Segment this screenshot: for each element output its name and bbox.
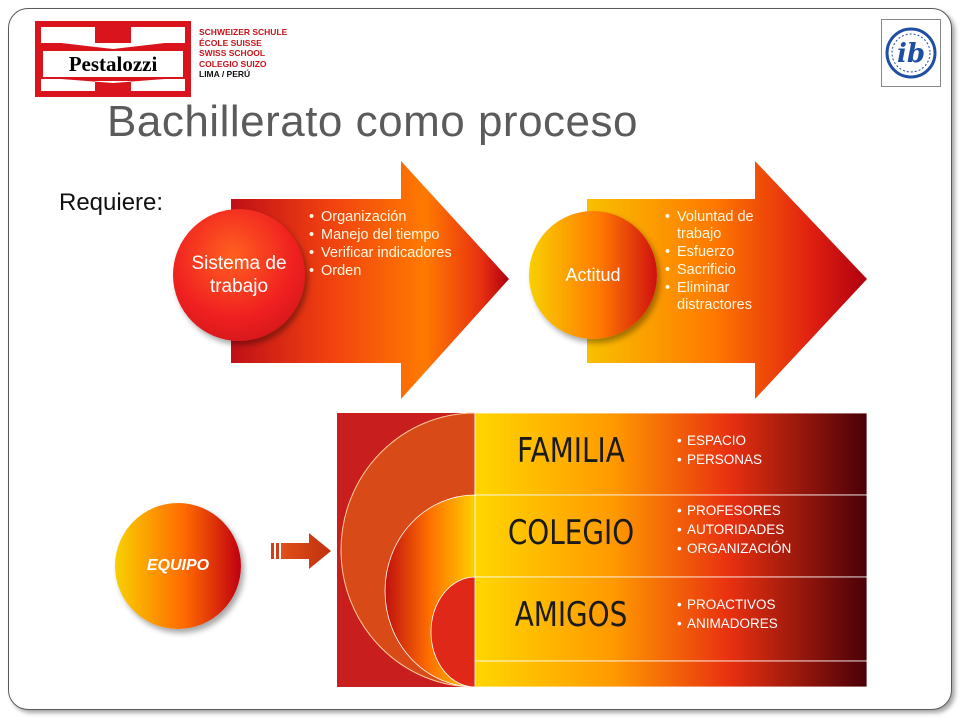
small-arrow-bar2 xyxy=(276,543,279,559)
row-item: ESPACIO xyxy=(677,431,762,450)
circle-actitud-label: Actitud xyxy=(565,264,621,285)
arrow-left-item: Verificar indicadores xyxy=(309,245,459,262)
diagram-shapes xyxy=(231,161,868,688)
row-bg-colegio xyxy=(474,494,868,578)
row-label-familia: FAMILIA xyxy=(517,431,625,471)
slide-frame: Pestalozzi 1943 SCHWEIZER SCHULE ÉCOLE S… xyxy=(8,8,952,710)
pestalozzi-logo: Pestalozzi 1943 SCHWEIZER SCHULE ÉCOLE S… xyxy=(35,21,295,97)
logo-text-lines: SCHWEIZER SCHULE ÉCOLE SUISSE SWISS SCHO… xyxy=(199,27,287,80)
row-item: ORGANIZACIÓN xyxy=(677,539,791,558)
circle-sistema-de-trabajo: Sistema de trabajo xyxy=(173,209,305,341)
row-item: ANIMADORES xyxy=(677,614,778,633)
logo-line: SWISS SCHOOL xyxy=(199,48,266,58)
row-list-familia: ESPACIO PERSONAS xyxy=(677,431,762,469)
row-item: PROACTIVOS xyxy=(677,595,778,614)
row-bg-familia xyxy=(474,412,868,496)
row-bg-amigos xyxy=(474,576,868,662)
arrow-left-item: Manejo del tiempo xyxy=(309,227,459,244)
row-label-amigos: AMIGOS xyxy=(514,595,628,635)
small-arrow-shape xyxy=(281,533,331,569)
logo-line: SCHWEIZER SCHULE xyxy=(199,27,288,37)
logo-year: 1943 xyxy=(159,83,180,93)
circle-equipo-label: EQUIPO xyxy=(146,557,210,574)
ib-logo: ib xyxy=(881,19,941,87)
ib-globe-icon: ib xyxy=(885,27,937,79)
row-item: PROFESORES xyxy=(677,501,791,520)
circle-actitud: Actitud xyxy=(529,211,657,339)
row-list-colegio: PROFESORES AUTORIDADES ORGANIZACIÓN xyxy=(677,501,791,558)
row-list-amigos: PROACTIVOS ANIMADORES xyxy=(677,595,778,633)
small-arrow-bar1 xyxy=(271,543,274,559)
logo-line: COLEGIO SUIZO xyxy=(199,58,267,69)
requiere-label: Requiere: xyxy=(59,189,164,216)
arrow-right-item: Esfuerzo xyxy=(665,244,795,261)
arrow-right-list: Voluntad de trabajo Esfuerzo Sacrificio … xyxy=(665,209,795,315)
arrow-right-item: Sacrificio xyxy=(665,262,795,279)
arrow-left-item: Organización xyxy=(309,209,459,226)
inner-arc xyxy=(430,576,476,688)
arrow-right-item: Eliminar distractores xyxy=(665,280,795,314)
swiss-cross-icon xyxy=(41,27,185,91)
arrow-left-item: Orden xyxy=(309,263,459,280)
row-item: PERSONAS xyxy=(677,450,762,469)
slide-title: Bachillerato como proceso xyxy=(107,97,638,146)
ib-logo-text: ib xyxy=(897,39,925,69)
logo-line: ÉCOLE SUISSE xyxy=(199,37,262,48)
row-bg-bottom xyxy=(474,660,868,688)
row-label-colegio: COLEGIO xyxy=(507,513,635,553)
logo-wordmark: Pestalozzi xyxy=(43,51,183,77)
arrow-left-list: Organización Manejo del tiempo Verificar… xyxy=(309,209,459,281)
arrow-right-item: Voluntad de trabajo xyxy=(665,209,795,243)
circle-sistema-label: Sistema de trabajo xyxy=(191,253,287,297)
circle-equipo: EQUIPO xyxy=(115,503,241,629)
row-item: AUTORIDADES xyxy=(677,520,791,539)
logo-line: LIMA / PERÚ xyxy=(199,69,251,79)
